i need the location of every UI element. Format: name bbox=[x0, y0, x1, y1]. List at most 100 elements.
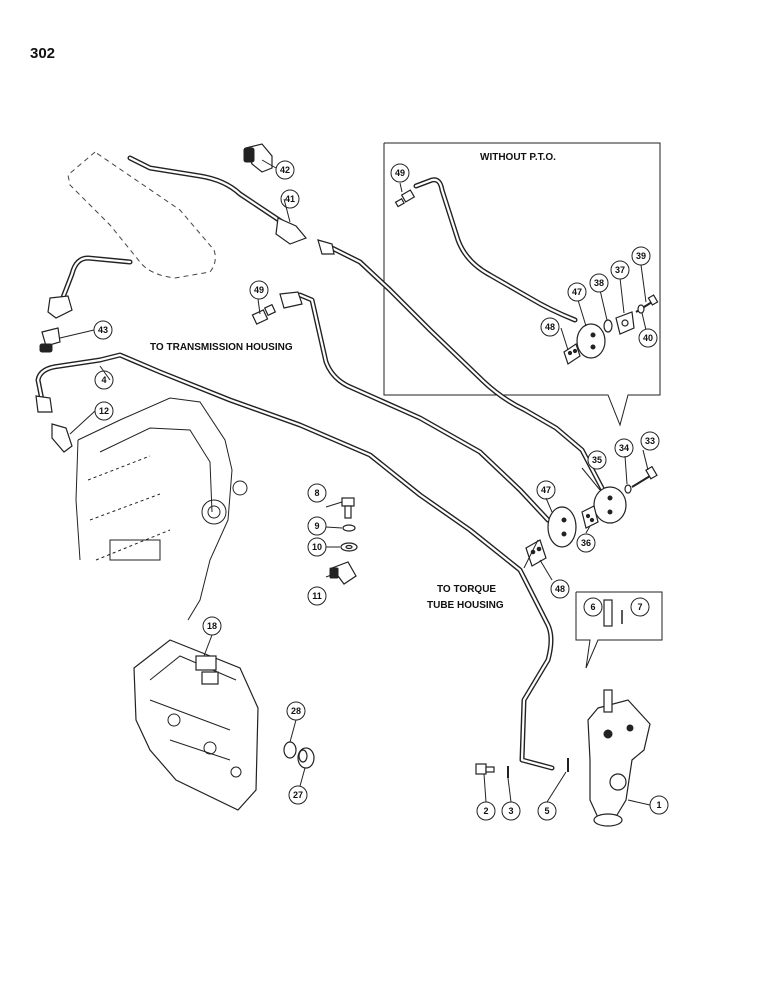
callout-circle bbox=[307, 516, 327, 536]
valve-1 bbox=[587, 689, 651, 827]
callout-c48a: 48 bbox=[540, 317, 560, 337]
callout-number: 47 bbox=[541, 485, 551, 495]
callout-circle bbox=[587, 450, 607, 470]
elbow-12 bbox=[51, 423, 73, 453]
callout-c27: 27 bbox=[288, 785, 308, 805]
plug-27 bbox=[297, 747, 315, 769]
washer-9 bbox=[342, 524, 356, 532]
callout-c49a: 49 bbox=[249, 280, 269, 300]
seal-28 bbox=[283, 741, 297, 759]
page-number: 302 bbox=[30, 45, 56, 62]
valve-body-18 bbox=[133, 639, 259, 811]
label-to-transmission-housing: TO TRANSMISSION HOUSING bbox=[150, 342, 293, 353]
inset-title: WITHOUT P.T.O. bbox=[480, 152, 556, 163]
tube-to-35 bbox=[317, 239, 606, 493]
callout-circle bbox=[540, 317, 560, 337]
callout-c47b: 47 bbox=[536, 480, 556, 500]
callout-circle bbox=[583, 597, 603, 617]
callout-c33: 33 bbox=[640, 431, 660, 451]
callout-number: 41 bbox=[285, 194, 295, 204]
callout-c41: 41 bbox=[280, 189, 300, 209]
gasket-48-inset bbox=[563, 343, 581, 365]
callout-circle bbox=[610, 260, 630, 280]
callout-number: 11 bbox=[312, 591, 322, 601]
inset-without-pto: WITHOUT P.T.O. bbox=[383, 142, 661, 427]
callout-number: 5 bbox=[544, 806, 549, 816]
callout-number: 36 bbox=[581, 538, 591, 548]
callout-number: 7 bbox=[637, 602, 642, 612]
callout-number: 39 bbox=[636, 251, 646, 261]
callout-circle bbox=[614, 438, 634, 458]
washer-34 bbox=[624, 484, 632, 494]
screw-8 bbox=[341, 497, 355, 519]
callout-number: 4 bbox=[101, 375, 106, 385]
callout-circle bbox=[307, 586, 327, 606]
callout-number: 8 bbox=[314, 488, 319, 498]
callout-number: 38 bbox=[594, 278, 604, 288]
bolt-33 bbox=[631, 465, 658, 488]
label-to-torque-line2: TUBE HOUSING bbox=[427, 600, 504, 611]
dashed-outline bbox=[67, 151, 216, 279]
callout-c42: 42 bbox=[275, 160, 295, 180]
callout-c34: 34 bbox=[614, 438, 634, 458]
callout-c12: 12 bbox=[94, 401, 114, 421]
callout-circle bbox=[640, 431, 660, 451]
elbow-fitting-42 bbox=[243, 143, 273, 173]
callout-c1: 1 bbox=[649, 795, 669, 815]
callout-c11: 11 bbox=[307, 586, 327, 606]
callout-number: 27 bbox=[293, 790, 303, 800]
callout-circle bbox=[638, 328, 658, 348]
bolt-2 bbox=[475, 763, 495, 775]
callout-number: 28 bbox=[291, 706, 301, 716]
callout-c43: 43 bbox=[93, 320, 113, 340]
washer-10 bbox=[340, 542, 358, 552]
callout-c10: 10 bbox=[307, 537, 327, 557]
gasket-36 bbox=[581, 505, 599, 529]
callout-number: 42 bbox=[280, 165, 290, 175]
callout-c5: 5 bbox=[537, 801, 557, 821]
fitting-49-inset bbox=[394, 189, 416, 208]
fitting-43 bbox=[39, 327, 61, 353]
callout-c39: 39 bbox=[631, 246, 651, 266]
callout-number: 48 bbox=[545, 322, 555, 332]
plate-47-inset bbox=[576, 323, 606, 359]
callout-number: 33 bbox=[645, 436, 655, 446]
callout-number: 35 bbox=[592, 455, 602, 465]
plate-35 bbox=[593, 486, 627, 524]
tube-4 bbox=[35, 352, 555, 771]
callout-circle bbox=[307, 483, 327, 503]
fitting-49 bbox=[251, 303, 277, 325]
plate-47 bbox=[547, 506, 577, 548]
washer-40 bbox=[637, 304, 645, 314]
tube-41 bbox=[127, 155, 308, 245]
callout-c9: 9 bbox=[307, 516, 327, 536]
callout-number: 48 bbox=[555, 584, 565, 594]
bracket-37 bbox=[615, 311, 635, 335]
leader-lines bbox=[59, 159, 651, 806]
callout-number: 18 bbox=[207, 621, 217, 631]
callout-c40: 40 bbox=[638, 328, 658, 348]
callout-c47a: 47 bbox=[567, 282, 587, 302]
callout-number: 40 bbox=[643, 333, 653, 343]
callout-number: 1 bbox=[656, 800, 661, 810]
callout-number: 49 bbox=[395, 168, 405, 178]
curved-tube-left bbox=[47, 255, 133, 319]
callout-number: 34 bbox=[619, 443, 629, 453]
label-to-torque-line1: TO TORQUE bbox=[437, 584, 496, 595]
callout-circle bbox=[249, 280, 269, 300]
callout-circle bbox=[550, 579, 570, 599]
callout-number: 2 bbox=[483, 806, 488, 816]
callout-number: 43 bbox=[98, 325, 108, 335]
callout-c28: 28 bbox=[286, 701, 306, 721]
tube-to-47 bbox=[279, 291, 551, 523]
callout-circle bbox=[631, 246, 651, 266]
callout-circle bbox=[275, 160, 295, 180]
callout-c7: 7 bbox=[630, 597, 650, 617]
callout-circle bbox=[589, 273, 609, 293]
callout-number: 49 bbox=[254, 285, 264, 295]
callout-c8: 8 bbox=[307, 483, 327, 503]
callout-c49b: 49 bbox=[390, 163, 410, 183]
callout-number: 12 bbox=[99, 406, 109, 416]
o-ring-38 bbox=[603, 319, 613, 333]
